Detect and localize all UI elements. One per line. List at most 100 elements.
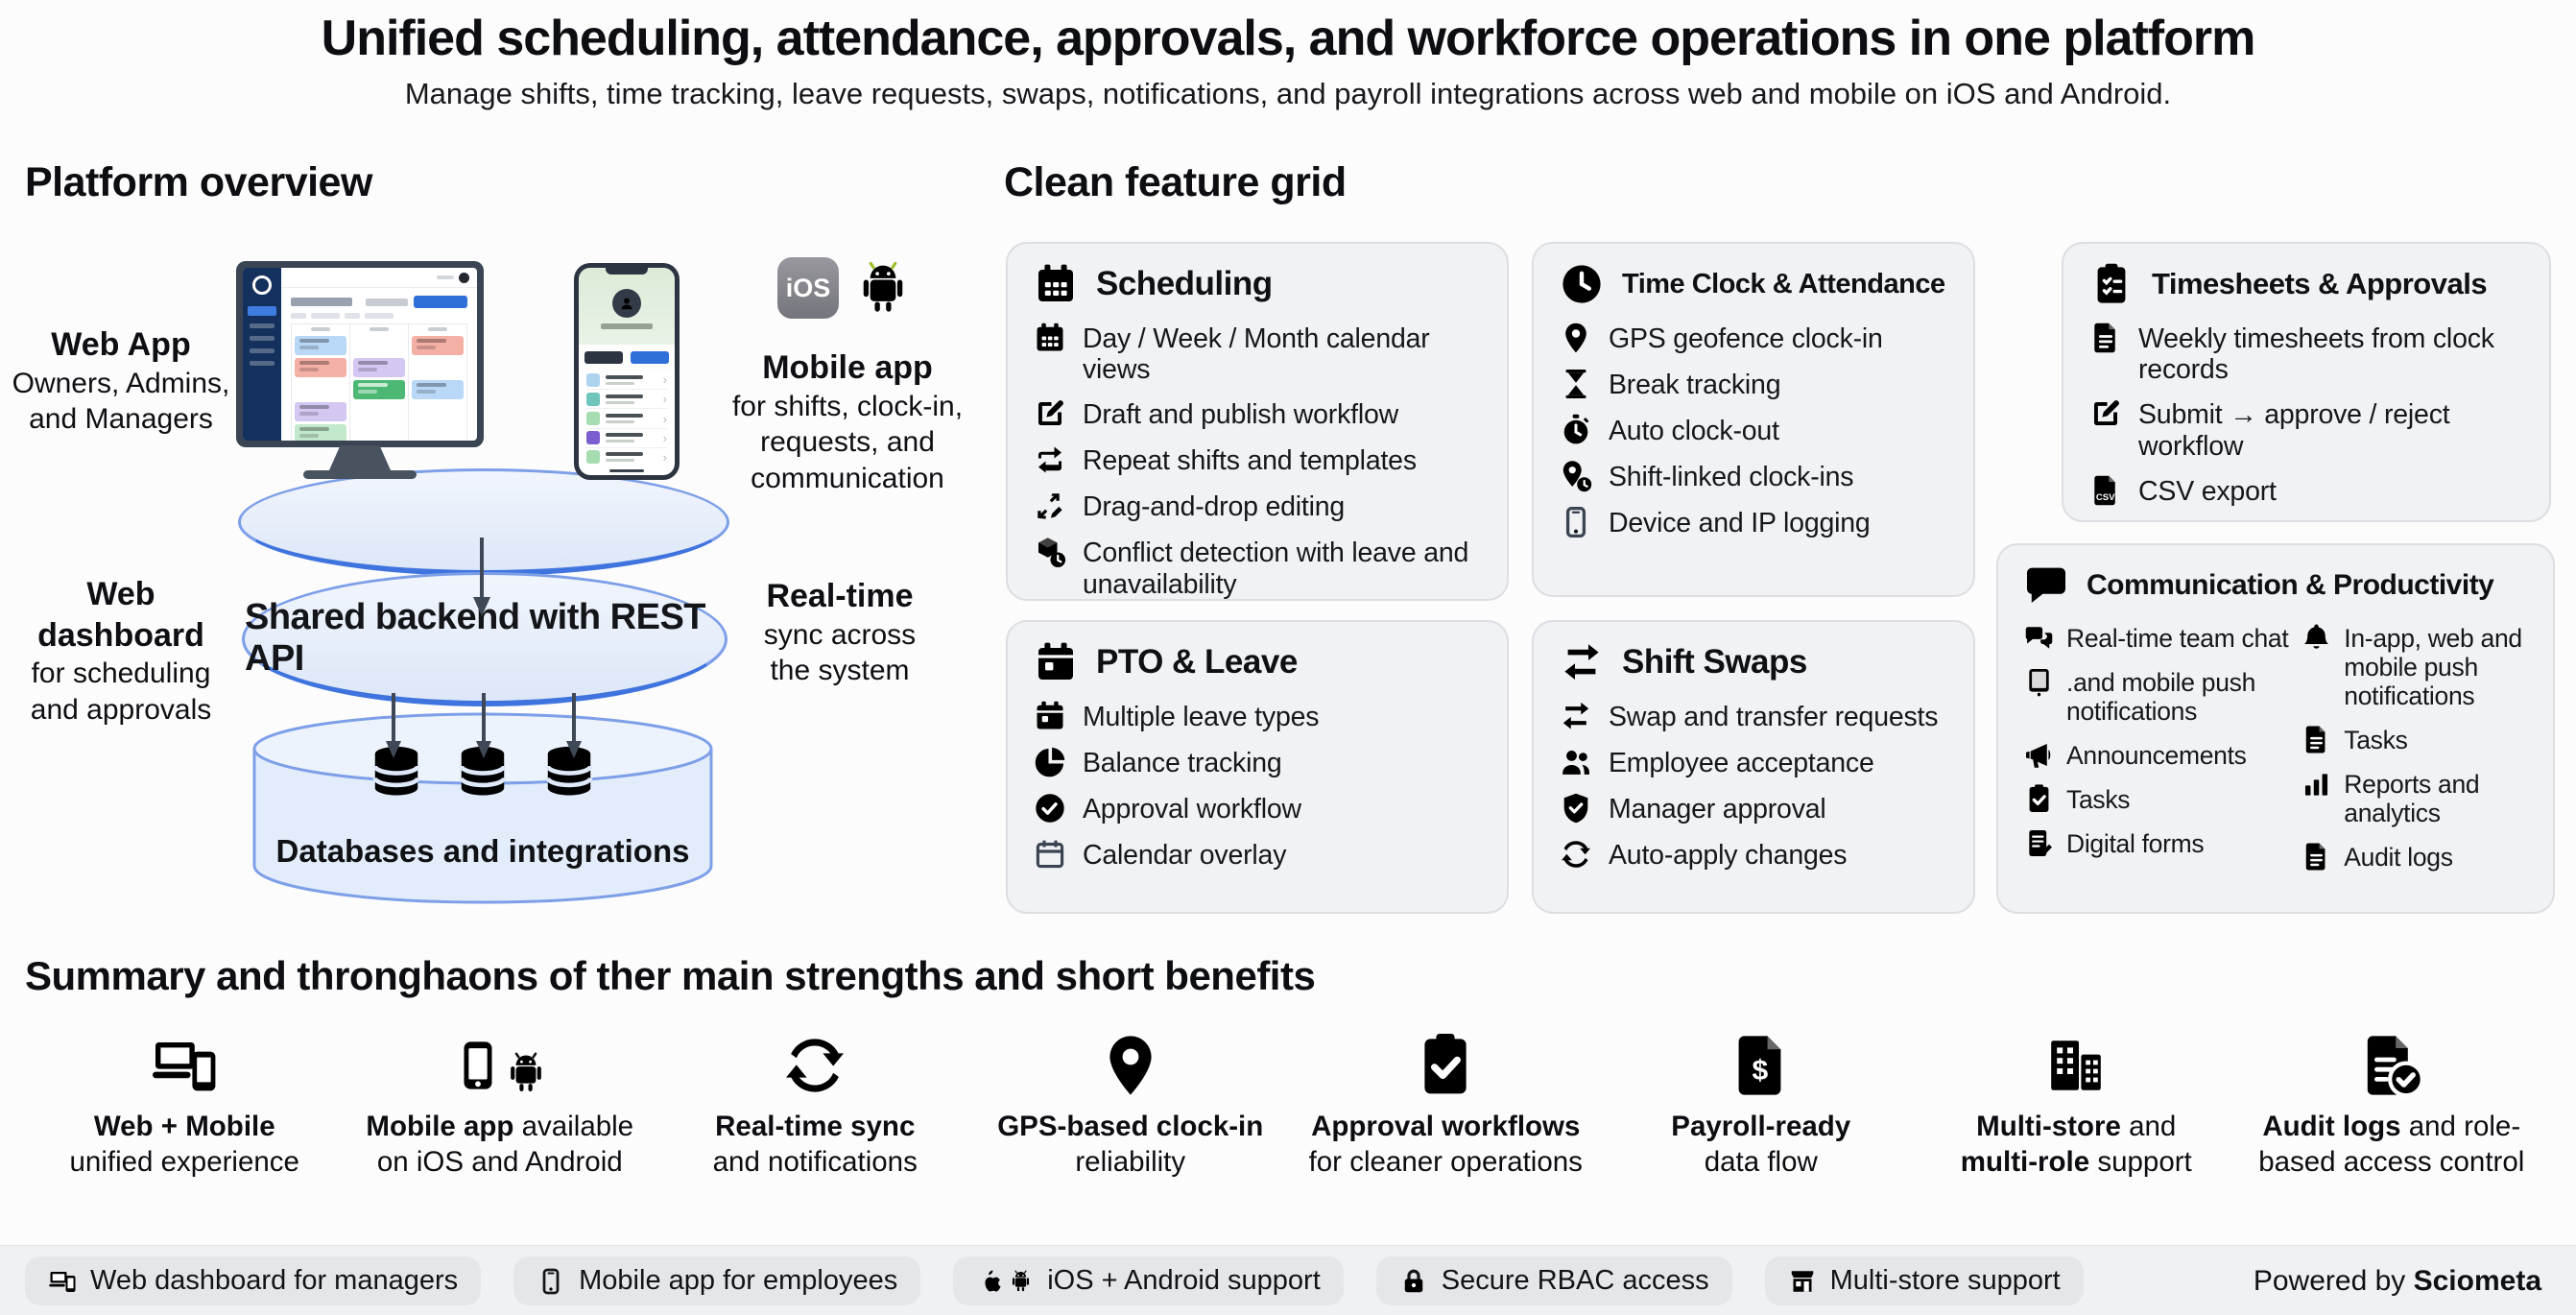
backend-label: Shared backend with REST API — [245, 596, 706, 679]
summary-heading: Summary and thronghaons of ther main str… — [25, 953, 1316, 998]
card-communication: Communication & Productivity Real-time t… — [1996, 543, 2555, 914]
feature-item: Employee acceptance — [1559, 745, 1948, 779]
pie-chart-icon — [1033, 745, 1067, 779]
card-title: Shift Swaps — [1622, 643, 1807, 681]
card-scheduling: Scheduling Day / Week / Month calendar v… — [1006, 242, 1509, 601]
ios-badge-icon: iOS — [777, 257, 839, 319]
pill-rbac: Secure RBAC access — [1375, 1256, 1732, 1305]
apple-icon — [976, 1268, 1002, 1294]
pill-multi-store: Multi-store support — [1764, 1256, 2084, 1305]
clock-icon — [1559, 261, 1605, 307]
check-circle-icon — [1033, 791, 1067, 825]
mobile-app-label: Mobile app for shifts, clock-in, request… — [731, 349, 964, 494]
platform-overview-heading: Platform overview — [25, 159, 372, 205]
card-timesheets: Timesheets & Approvals Weekly timesheets… — [2062, 242, 2551, 522]
lock-icon — [1399, 1267, 1428, 1296]
calendar-icon — [1033, 261, 1079, 307]
feature-item: Repeat shifts and templates — [1033, 442, 1482, 477]
refresh-icon — [1559, 837, 1593, 872]
building-icon — [2041, 1031, 2111, 1100]
mockup-avatar — [459, 272, 469, 283]
backend-to-db-arrows — [382, 691, 585, 762]
calendar-icon — [1033, 321, 1067, 355]
feature-item: Calendar overlay — [1033, 837, 1482, 872]
feature-item: Swap and transfer requests — [1559, 699, 1948, 733]
phone-avatar — [612, 289, 641, 318]
form-pencil-icon — [2023, 827, 2055, 859]
mockup-sidebar — [243, 268, 281, 441]
down-arrow-icon — [476, 693, 491, 758]
feature-item: Audit logs — [2301, 841, 2528, 873]
android-robot-icon — [852, 251, 914, 323]
smartphone-icon — [1559, 505, 1593, 539]
phone-list: › › › › › — [579, 371, 675, 466]
phone-blue-button — [631, 351, 669, 364]
feature-item: Digital forms — [2023, 827, 2301, 859]
phone-notch — [606, 268, 648, 275]
laptop-phone-icon — [48, 1267, 77, 1296]
card-pto-leave: PTO & Leave Multiple leave types Balance… — [1006, 620, 1509, 914]
store-icon — [1788, 1267, 1817, 1296]
brand-name: Sciometa — [2413, 1265, 2541, 1297]
chat-bubbles-icon — [2023, 622, 2055, 654]
sync-icon — [780, 1031, 849, 1100]
web-dashboard-mockup — [236, 261, 484, 479]
calendar-icon — [1033, 639, 1079, 685]
page-subtitle: Manage shifts, time tracking, leave requ… — [404, 77, 2172, 110]
pill-ios-android: iOS + Android support — [953, 1256, 1344, 1305]
web-app-label: Web App Owners, Admins, and Managers — [12, 326, 230, 435]
calendar-outline-icon — [1033, 837, 1067, 872]
map-pin-icon — [1559, 321, 1593, 355]
feature-item: Conflict detection with leave and unavai… — [1033, 535, 1482, 600]
map-pin-icon — [1096, 1031, 1165, 1100]
box-clock-icon — [1033, 535, 1067, 569]
tablet-icon — [2023, 666, 2055, 698]
feature-item: Auto-apply changes — [1559, 837, 1948, 872]
bar-chart-icon — [2301, 768, 2332, 800]
swap-arrows-icon — [1559, 699, 1593, 733]
page-title: Unified scheduling, attendance, approval… — [321, 11, 2256, 66]
dollar-doc-icon — [1727, 1031, 1796, 1100]
feature-item: Draft and publish workflow — [1033, 396, 1482, 431]
swap-arrows-icon — [1559, 639, 1605, 685]
feature-item: Drag-and-drop editing — [1033, 489, 1482, 523]
down-arrow-icon — [473, 538, 490, 616]
mockup-primary-button — [414, 296, 467, 308]
doc-check-icon — [2357, 1031, 2426, 1100]
powered-by: Powered by Sciometa — [2253, 1265, 2541, 1297]
edit-icon — [1033, 396, 1067, 431]
feature-item: Break tracking — [1559, 367, 1948, 401]
calendar-day-icon — [1033, 699, 1067, 733]
shared-backend-ellipse: Shared backend with REST API — [242, 572, 727, 706]
card-title: Communication & Productivity — [2087, 569, 2494, 601]
feature-item: Device and IP logging — [1559, 505, 1948, 539]
feature-item: .and mobile push notifications — [2023, 666, 2301, 727]
megaphone-icon — [2023, 739, 2055, 771]
android-robot-icon — [1008, 1268, 1034, 1294]
chat-bubble-icon — [2023, 562, 2069, 609]
card-time-clock: Time Clock & Attendance GPS geofence clo… — [1532, 242, 1975, 597]
pin-clock-icon — [1559, 459, 1593, 493]
smartphone-icon — [450, 1031, 506, 1100]
repeat-icon — [1033, 442, 1067, 477]
feature-grid-heading: Clean feature grid — [1004, 159, 1347, 205]
feature-item: Tasks — [2301, 724, 2528, 755]
feature-item: In-app, web and mobile push notification… — [2301, 622, 2528, 711]
monitor-frame — [236, 261, 484, 447]
card-shift-swaps: Shift Swaps Swap and transfer requests E… — [1532, 620, 1975, 914]
feature-item: Day / Week / Month calendar views — [1033, 321, 1482, 385]
phone-dark-button — [584, 351, 623, 364]
csv-file-icon — [2088, 473, 2123, 508]
feature-item: Shift-linked clock-ins — [1559, 459, 1948, 493]
clipboard-check-icon — [1411, 1031, 1480, 1100]
feature-item: Auto clock-out — [1559, 413, 1948, 447]
laptop-phone-icon — [150, 1031, 219, 1100]
stopwatch-icon — [1559, 413, 1593, 447]
feature-item: GPS geofence clock-in — [1559, 321, 1948, 355]
